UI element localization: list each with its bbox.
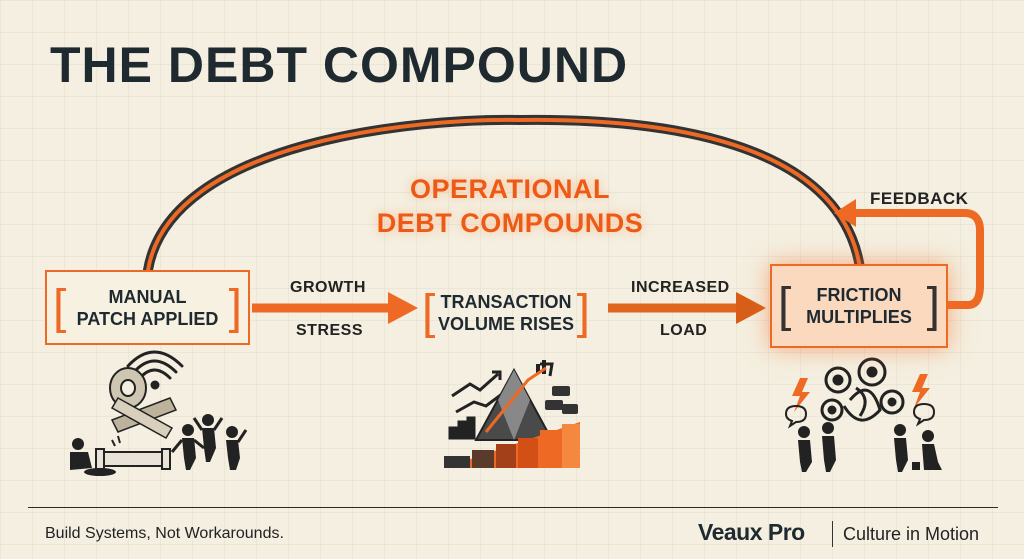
right-bracket: ] xyxy=(228,280,242,334)
friction-multiplies-box: [ FRICTION MULTIPLIES ] xyxy=(770,264,948,348)
box-label: FRICTION xyxy=(816,285,902,305)
gears-icon xyxy=(820,357,905,422)
lightning-icon xyxy=(792,374,930,412)
box-label: VOLUME RISES xyxy=(437,314,575,334)
transaction-volume-box: [ TRANSACTION VOLUME RISES ] xyxy=(416,278,596,348)
gradient-bars-icon xyxy=(444,422,580,468)
brand-tagline: Culture in Motion xyxy=(843,524,980,544)
brand-separator xyxy=(832,521,833,547)
center-label-line2: DEBT COMPOUNDS xyxy=(376,208,644,238)
box-label: PATCH APPLIED xyxy=(76,308,219,329)
leaking-pipe-icon xyxy=(84,435,171,476)
footer-divider xyxy=(28,507,998,508)
brand-name: Veaux Pro xyxy=(698,519,805,545)
growth-label: GROWTH xyxy=(290,279,366,296)
left-bracket: [ xyxy=(422,286,436,339)
box-label: TRANSACTION xyxy=(440,292,572,312)
box-label: MULTIPLIES xyxy=(806,307,912,327)
footer-slogan: Build Systems, Not Workarounds. xyxy=(45,525,284,542)
increased-label: INCREASED xyxy=(631,279,730,296)
feedback-label: FEEDBACK xyxy=(870,189,969,208)
compound-loop-arc xyxy=(143,114,865,275)
left-bracket: [ xyxy=(53,280,67,334)
tape-icon xyxy=(109,367,178,440)
mountain-icon xyxy=(474,362,554,441)
feedback-arrow xyxy=(834,199,984,309)
growth-chart-icon xyxy=(448,360,546,440)
stressed-people-icon xyxy=(70,414,248,470)
right-bracket: ] xyxy=(576,286,590,339)
increased-load-arrow xyxy=(608,292,766,324)
operational-debt-label: OPERATIONAL DEBT COMPOUNDS xyxy=(360,172,660,240)
stress-label: STRESS xyxy=(296,322,364,339)
growth-stress-arrow xyxy=(252,292,418,324)
arguing-people-icon xyxy=(784,402,942,472)
right-bracket: ] xyxy=(926,279,940,332)
page-title: THE DEBT COMPOUND xyxy=(50,37,629,93)
load-label: LOAD xyxy=(660,322,708,339)
traffic-cars-icon xyxy=(545,386,578,414)
left-bracket: [ xyxy=(778,279,792,332)
center-label-line1: OPERATIONAL xyxy=(410,174,610,204)
box-label: MANUAL xyxy=(108,286,187,307)
manual-patch-box: [ MANUAL PATCH APPLIED ] xyxy=(45,270,250,345)
